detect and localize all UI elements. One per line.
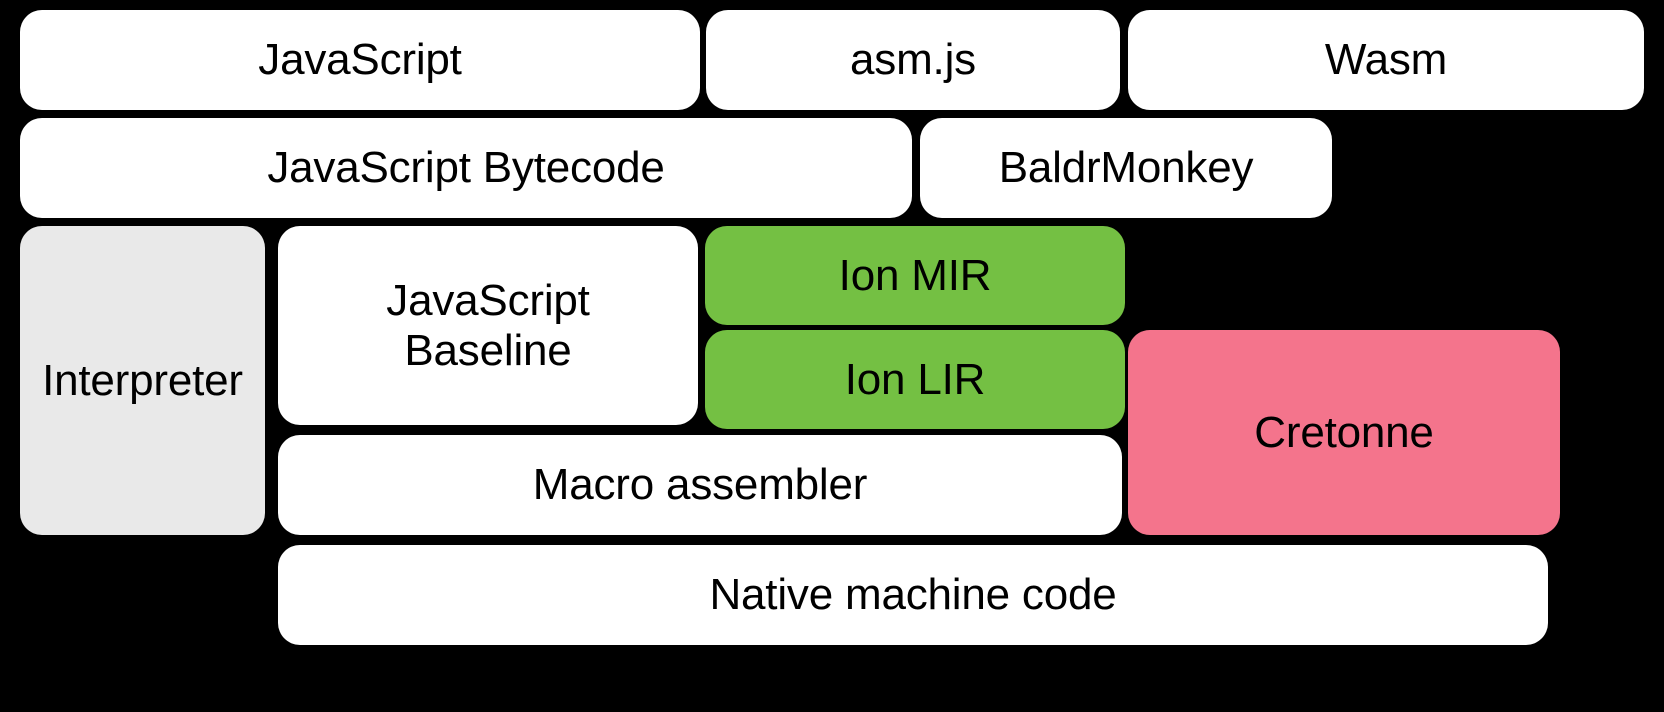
node-interpreter[interactable]: Interpreter <box>20 226 265 535</box>
node-wasm[interactable]: Wasm <box>1128 10 1644 110</box>
node-javascript[interactable]: JavaScript <box>20 10 700 110</box>
node-javascript-baseline[interactable]: JavaScript Baseline <box>278 226 698 425</box>
node-javascript-bytecode[interactable]: JavaScript Bytecode <box>20 118 912 218</box>
node-baldrmonkey[interactable]: BaldrMonkey <box>920 118 1332 218</box>
node-ion-mir[interactable]: Ion MIR <box>705 226 1125 325</box>
node-native-machine-code[interactable]: Native machine code <box>278 545 1548 645</box>
node-ion-lir[interactable]: Ion LIR <box>705 330 1125 429</box>
node-asmjs[interactable]: asm.js <box>706 10 1120 110</box>
node-macro-assembler[interactable]: Macro assembler <box>278 435 1122 535</box>
node-cretonne[interactable]: Cretonne <box>1128 330 1560 535</box>
